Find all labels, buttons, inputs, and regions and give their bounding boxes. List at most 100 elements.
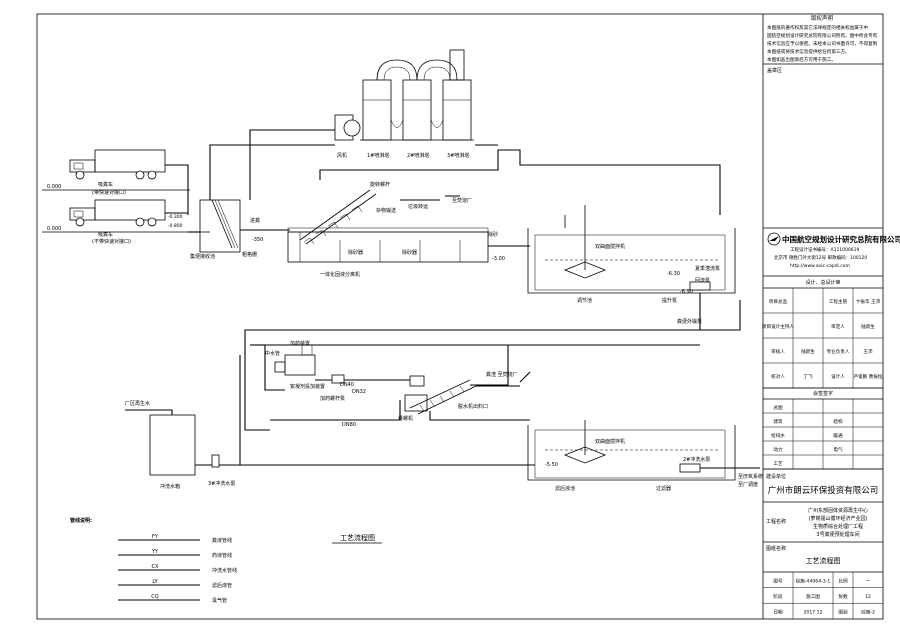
lift-pump-label: 提升泵 [662, 297, 677, 304]
project-label: 工程名称 [766, 518, 786, 525]
dosing-label: 加药装置 [290, 340, 310, 347]
meta-cell: 图别 [838, 609, 848, 616]
dewatering-screw [404, 375, 477, 415]
level-630: -6.30 [667, 271, 680, 277]
cosign-table: 总图建筑结构给排水暖通动力电气工艺 [763, 399, 883, 470]
integrated-separator [287, 189, 489, 263]
notes-line-1: 本图纸的著作权及其它法律规定的相关权益属于中 [767, 24, 868, 31]
filtrate-outlet-label: 脱水机出料口 [458, 403, 488, 410]
regulating-tank [527, 205, 736, 294]
meta-cell: 12 [865, 594, 871, 600]
meta-cell: 一 [866, 580, 871, 585]
cosign-cell: 电气 [833, 446, 843, 453]
project-line-4: 3号粪便预处理车间 [816, 531, 859, 538]
stamp-label: 盖章区 [767, 67, 782, 74]
lift-pump [689, 281, 711, 291]
level-0-a: 0.000 [47, 184, 61, 190]
signoff-cell: 陆新生 [861, 323, 875, 330]
cosign-cell: 工艺 [773, 461, 783, 467]
cosign-cell: 给排水 [771, 432, 785, 439]
wash-pump-label: 3#冲洗水泵 [208, 480, 235, 487]
out-2-label: 至厂调度 [738, 481, 758, 488]
truck-2-label: 吸粪车 [98, 231, 113, 238]
cosign-cell: 建筑 [773, 418, 783, 425]
company-address: 北京市 德胜门外大街12号 邮政编码：100120 [774, 254, 867, 261]
scrubber-2-label: 2#喷淋塔 [407, 152, 429, 159]
signoff-cell: 陆新生 [801, 348, 815, 355]
to-plant-2-label: 粪渣 至焚烧厂 [486, 371, 518, 378]
level-0-b: 0.000 [47, 226, 61, 232]
signoff-cell: 项目总监 [769, 298, 788, 305]
legend-title: 管线说明: [70, 517, 92, 524]
scrubber-3-label: 3#喷淋塔 [447, 152, 469, 159]
notes-line-2: 国航空规划设计研究总院有限公司所有。图中所含专有 [767, 32, 878, 39]
pump-2-label: 回流泵 [695, 277, 710, 284]
signoff-cell: 卞振华 王沛 [856, 298, 881, 305]
meta-cell: 施工图 [806, 593, 820, 600]
grit-label: 除砂器 [348, 249, 363, 256]
signoff-cell: 设计人 [831, 373, 845, 380]
mixer-1-label: 双曲面搅拌机 [595, 243, 625, 250]
sand-label: 除砂 [488, 231, 498, 238]
level-truck: -0.300 [168, 214, 183, 220]
signoff-cell: 项目设计主持人 [762, 323, 795, 330]
client-name: 广州市朗云环保投资有限公司 [768, 485, 879, 496]
wash-tank [149, 414, 196, 476]
legend-label: 臭气管 [212, 597, 227, 604]
truck-1 [69, 149, 166, 180]
signoff-table: 项目总监工程主管卞振华 王沛项目设计主持人审定人陆新生审核人陆新生专业负责人王沛… [762, 288, 883, 389]
diagram-title: 工艺流程图 [340, 533, 375, 542]
filter-label: 过滤器 [656, 485, 671, 492]
level-300: -3.00 [492, 256, 505, 262]
pump-1-label: 夏季潜流泵 [695, 265, 720, 272]
level-550: -5.50 [545, 462, 558, 468]
notes-heading: 版权声明 [811, 14, 834, 22]
notes-line-3: 技术信息应予以保密。未经本公司书面许可，不得复制 [767, 40, 878, 47]
signoff-cell: 王沛 [863, 348, 873, 355]
meta-cell: 图号 [773, 579, 783, 585]
cosign-cell: 结构 [833, 418, 843, 425]
inlet-label: 进粪 [250, 217, 260, 224]
feed-pump-label: 粪便外输泵 [677, 318, 702, 325]
cosign-cell: 总图 [773, 404, 783, 411]
dn80-label: DN80 [342, 422, 356, 428]
project-line-2: (萝岗福山循环经济产业园) [809, 515, 868, 522]
screen-label: 粗格栅 [242, 251, 257, 258]
company-cert: 工程设计证书编号：A111000619 [790, 246, 859, 253]
company-name: 中国航空规划设计研究总院有限公司 [782, 234, 900, 244]
coarse-screen [199, 199, 241, 253]
truck-2 [69, 199, 166, 227]
legend-code: CX [152, 564, 159, 570]
level-350: -350 [252, 237, 263, 243]
cosign-cell: 动力 [773, 446, 783, 453]
conveyor-label: 杂物输送 [376, 207, 396, 214]
signoff-cell: 专业负责人 [827, 348, 850, 355]
legend-code: FY [152, 534, 159, 540]
meta-cell: 张数 [838, 593, 848, 600]
signoff-heading: 设计、总设计审 [805, 279, 840, 286]
filtrate-tank [527, 420, 736, 481]
notes-line-4: 本图纸或将技术信息提供给任何第三方。 [767, 48, 850, 55]
screw-pump-label: 加药螺杆泵 [320, 395, 345, 402]
to-trash-label: 垃圾转运 [408, 203, 428, 210]
client-label: 建设单位 [766, 473, 786, 480]
wash-pump [211, 454, 220, 468]
title-block: 版权声明 本图纸的著作权及其它法律规定的相关权益属于中 国航空规划设计研究总院有… [762, 14, 900, 619]
water-label: 中水管 [265, 350, 280, 357]
drawing-name: 工艺流程图 [806, 556, 841, 565]
dewater-label: 叠螺机 [398, 415, 413, 422]
meta-cell: 阶段 [773, 593, 783, 600]
signoff-cell: 审定人 [831, 323, 845, 330]
level-pit: -0.800 [168, 223, 183, 229]
wash-tank-label: 冲洗水箱 [160, 483, 180, 490]
separator-label: 一体化固液分离机 [320, 271, 360, 278]
mixer-2-label: 双曲面搅拌机 [595, 438, 625, 445]
pit-label: 集便接收池 [190, 253, 215, 260]
